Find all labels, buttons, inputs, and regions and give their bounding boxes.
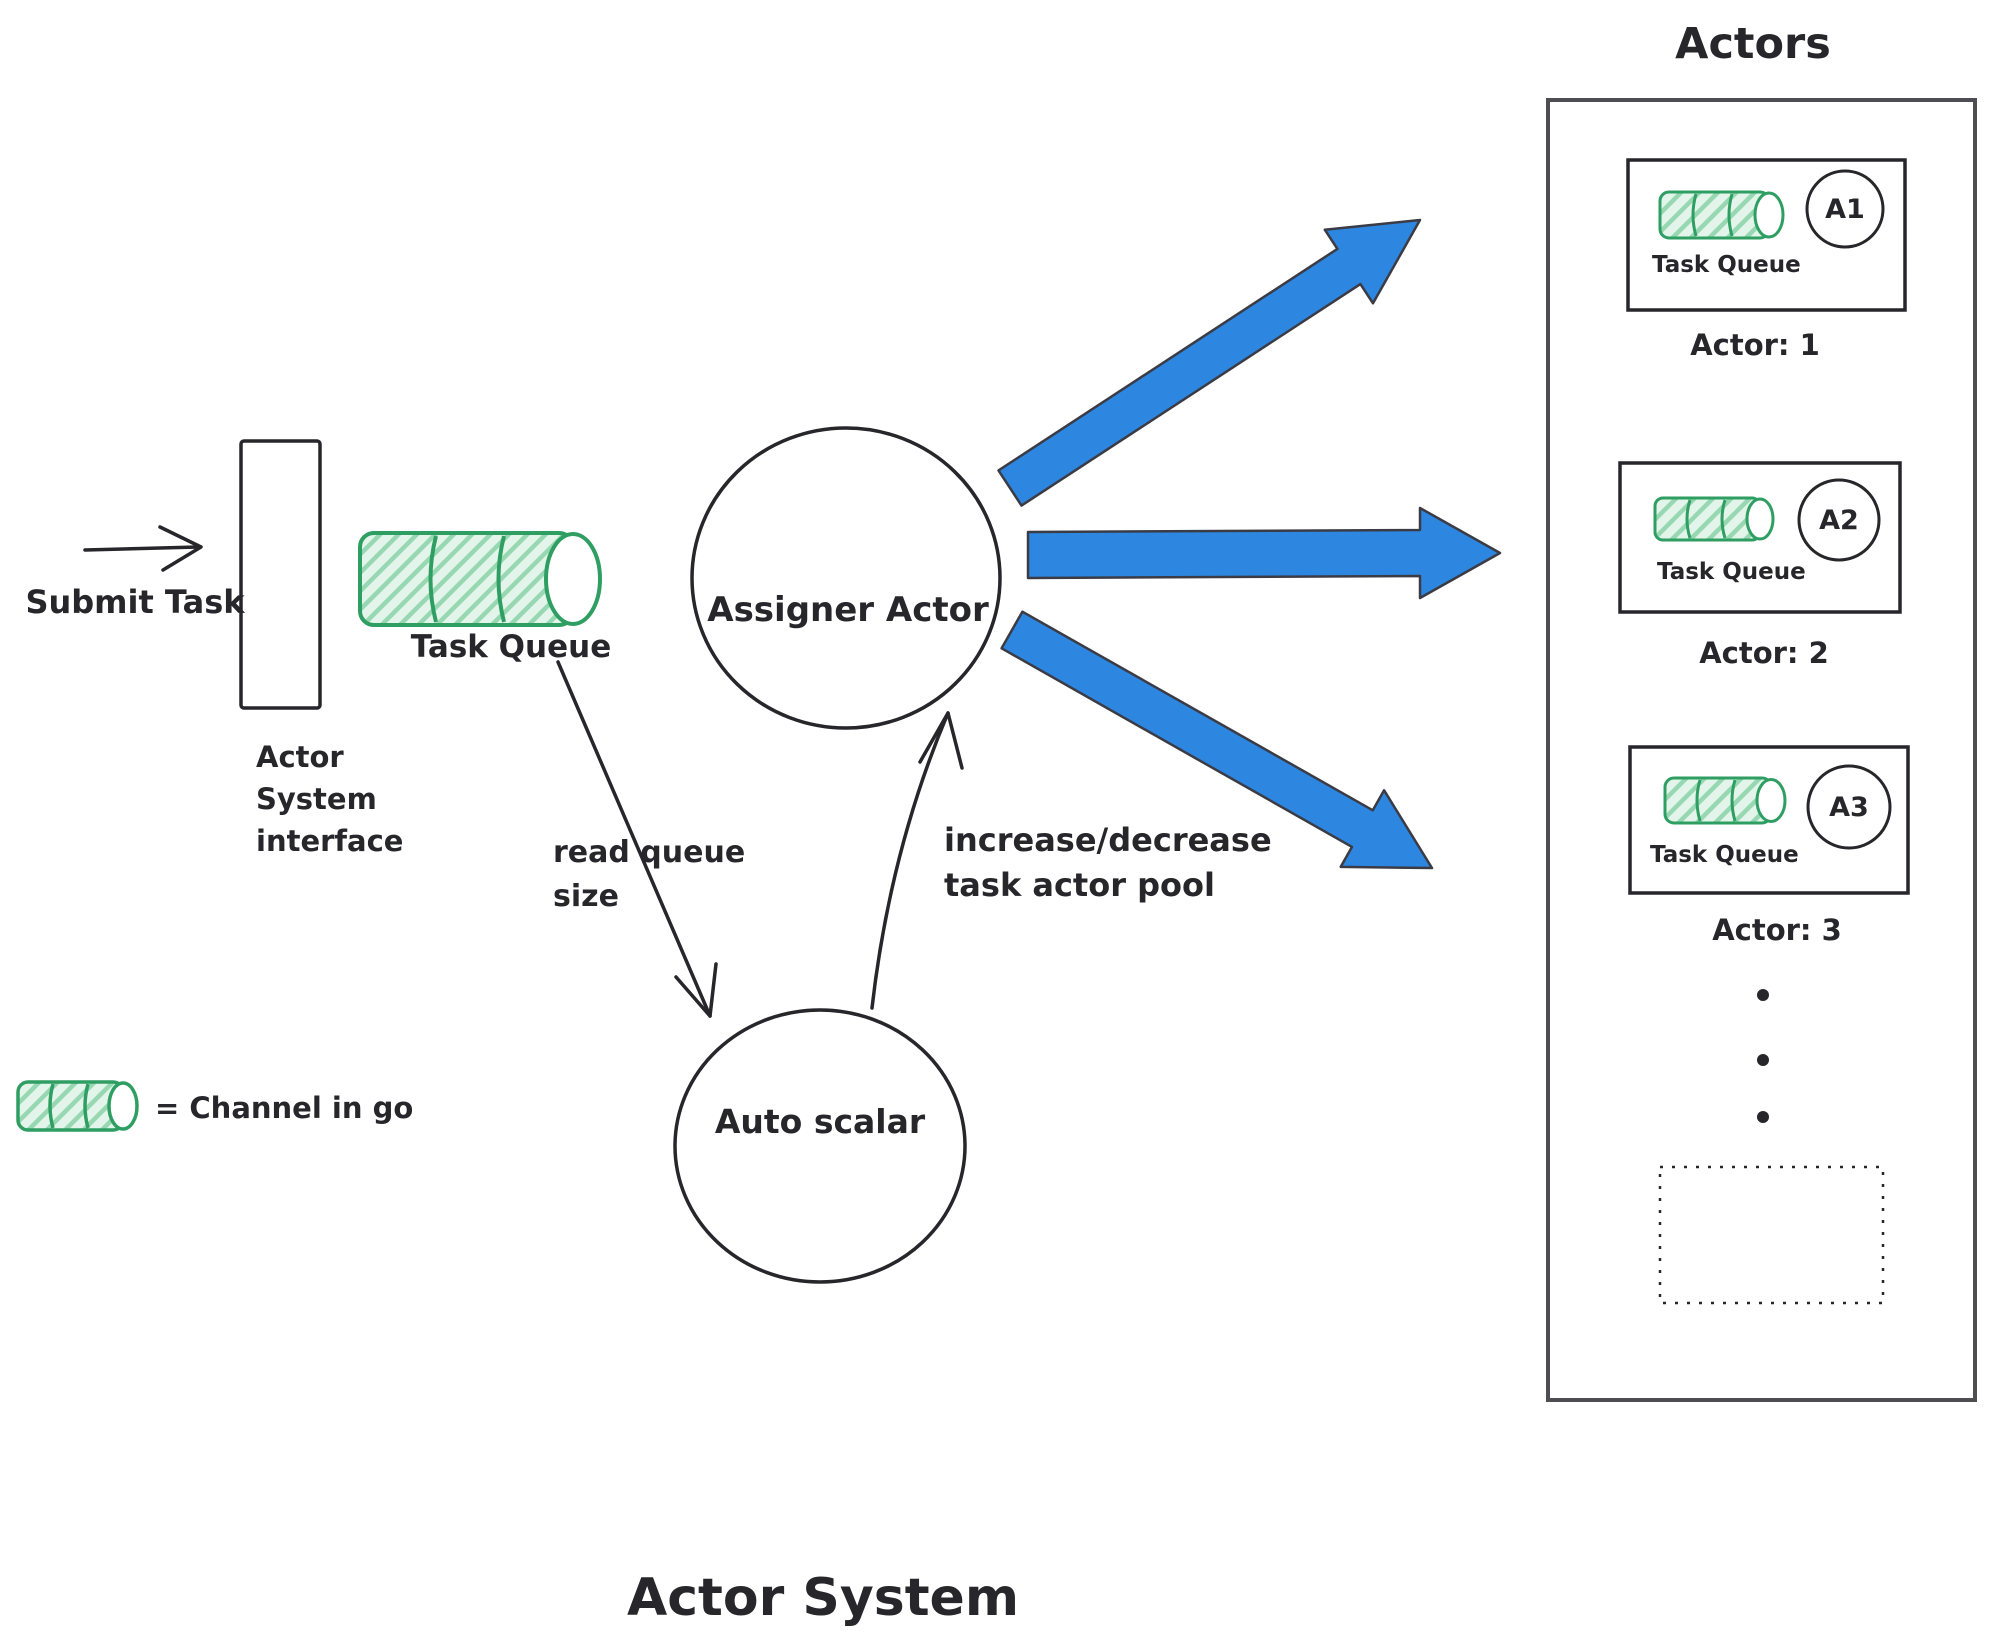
actor-badge-label: A1 — [1825, 194, 1865, 225]
read-queue-label: read queue size — [553, 835, 746, 914]
legend-channel-icon — [16, 1080, 139, 1132]
actor-badge-circle — [1797, 478, 1881, 562]
vertical-ellipsis-dots — [1757, 989, 1769, 1123]
card-queue-label: Task Queue — [1652, 252, 1801, 278]
scale-pool-label: increase/decrease task actor pool — [944, 821, 1272, 904]
submit-task-label: Submit Task — [25, 583, 245, 621]
dispatch-arrow-top — [997, 218, 1422, 507]
dispatch-arrow-middle — [1026, 506, 1502, 600]
assigner-actor-circle — [690, 426, 1002, 730]
actor-badge-label: A2 — [1819, 505, 1859, 536]
card-queue-label: Task Queue — [1650, 842, 1799, 868]
channel-icon — [1653, 496, 1775, 542]
auto-scalar-circle — [673, 1008, 967, 1284]
card-queue-label: Task Queue — [1657, 559, 1806, 585]
diagram-title: Actor System — [626, 1568, 1020, 1628]
assigner-actor-label: Assigner Actor — [707, 590, 989, 630]
actors-panel-title: Actors — [1675, 19, 1831, 69]
task-queue-channel-icon — [358, 531, 602, 627]
actor-card-3 — [1628, 745, 1910, 895]
actor-badge-circle — [1805, 169, 1885, 249]
channel-icon — [1663, 776, 1787, 825]
dispatch-arrows — [997, 218, 1502, 870]
interface-label: Actor System interface — [256, 740, 404, 858]
actor-caption: Actor: 3 — [1712, 913, 1842, 947]
dispatch-arrow-bottom — [1000, 610, 1434, 870]
submit-task-arrow-icon — [83, 525, 203, 572]
channel-icon — [1658, 190, 1785, 240]
actor-card-1 — [1626, 158, 1907, 312]
actor-badge-circle — [1806, 764, 1892, 850]
legend-label: = Channel in go — [155, 1091, 414, 1125]
actor-badge-label: A3 — [1829, 792, 1869, 823]
future-actor-placeholder-box — [1658, 1165, 1885, 1305]
actor-caption: Actor: 1 — [1690, 328, 1820, 362]
task-queue-label: Task Queue — [410, 629, 612, 665]
actor-system-interface-box — [239, 439, 322, 710]
auto-scalar-label: Auto scalar — [714, 1102, 926, 1141]
actor-card-2 — [1618, 461, 1902, 614]
scale-pool-arrow-icon — [870, 711, 964, 1010]
read-queue-arrow-icon — [556, 660, 718, 1018]
actor-caption: Actor: 2 — [1699, 636, 1829, 670]
